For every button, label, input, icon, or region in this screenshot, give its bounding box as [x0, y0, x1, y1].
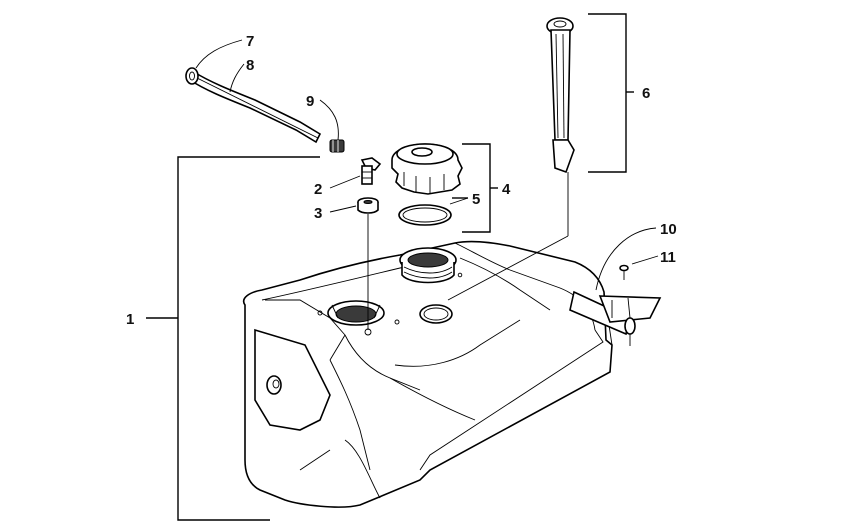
leader-lines [195, 39, 469, 213]
callout-8: 8 [246, 57, 254, 74]
vent-hose-8 [188, 70, 322, 144]
callout-10: 10 [660, 221, 677, 238]
callout-3: 3 [314, 205, 322, 222]
bracket-4 [452, 143, 498, 233]
o-ring-5 [398, 204, 452, 226]
callout-6: 6 [642, 85, 650, 102]
bracket-6 [588, 13, 634, 173]
callout-2: 2 [314, 181, 322, 198]
callout-9: 9 [306, 93, 314, 110]
callout-1: 1 [126, 311, 134, 328]
bracket-1 [146, 156, 320, 521]
callout-7: 7 [246, 33, 254, 50]
clamp-7 [185, 67, 199, 85]
screw-11 [619, 264, 629, 280]
leader-10-11 [595, 227, 659, 291]
fuel-gauge-sender-6 [447, 17, 575, 301]
clamp-9 [329, 139, 345, 153]
grommet-3 [357, 197, 379, 214]
callout-5: 5 [472, 191, 480, 208]
callout-11: 11 [660, 249, 676, 266]
mount-strap-10 [569, 290, 662, 346]
elbow-fitting-2 [360, 157, 382, 185]
fuel-cap-4 [391, 143, 463, 195]
callout-4: 4 [502, 181, 511, 198]
fuel-tank [243, 240, 613, 508]
